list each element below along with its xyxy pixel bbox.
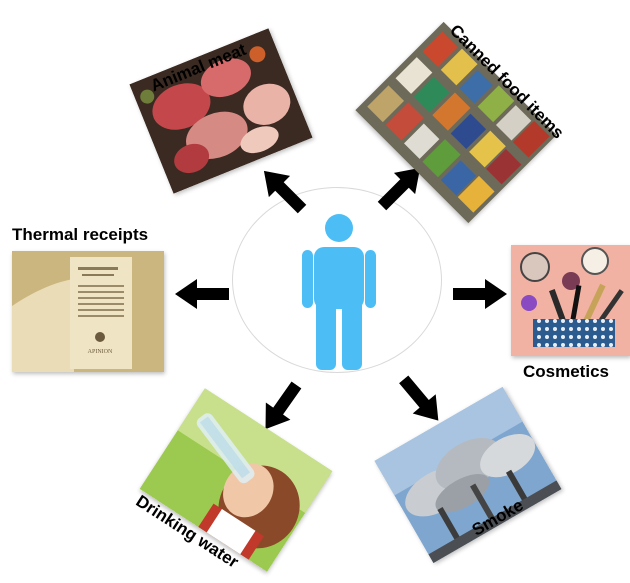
arrow-to-thermal-receipts	[175, 279, 229, 309]
canned-food-image	[355, 21, 557, 224]
arrow-to-canned-food	[371, 157, 430, 216]
animal-meat-image	[129, 28, 313, 194]
arrow-to-cosmetics	[453, 279, 507, 309]
smoke-image	[374, 386, 562, 564]
person-icon	[302, 214, 376, 370]
arrow-to-drinking-water	[253, 376, 309, 437]
arrow-to-smoke	[392, 370, 450, 431]
thermal-receipt-image: APINION	[12, 251, 164, 372]
cosmetics-image	[511, 245, 630, 356]
drinking-water-image	[139, 388, 333, 572]
label-thermal-receipts: Thermal receipts	[12, 225, 149, 244]
arrow-to-animal-meat	[253, 160, 312, 219]
label-cosmetics: Cosmetics	[523, 362, 609, 381]
receipt-brand-text: APINION	[88, 349, 113, 355]
